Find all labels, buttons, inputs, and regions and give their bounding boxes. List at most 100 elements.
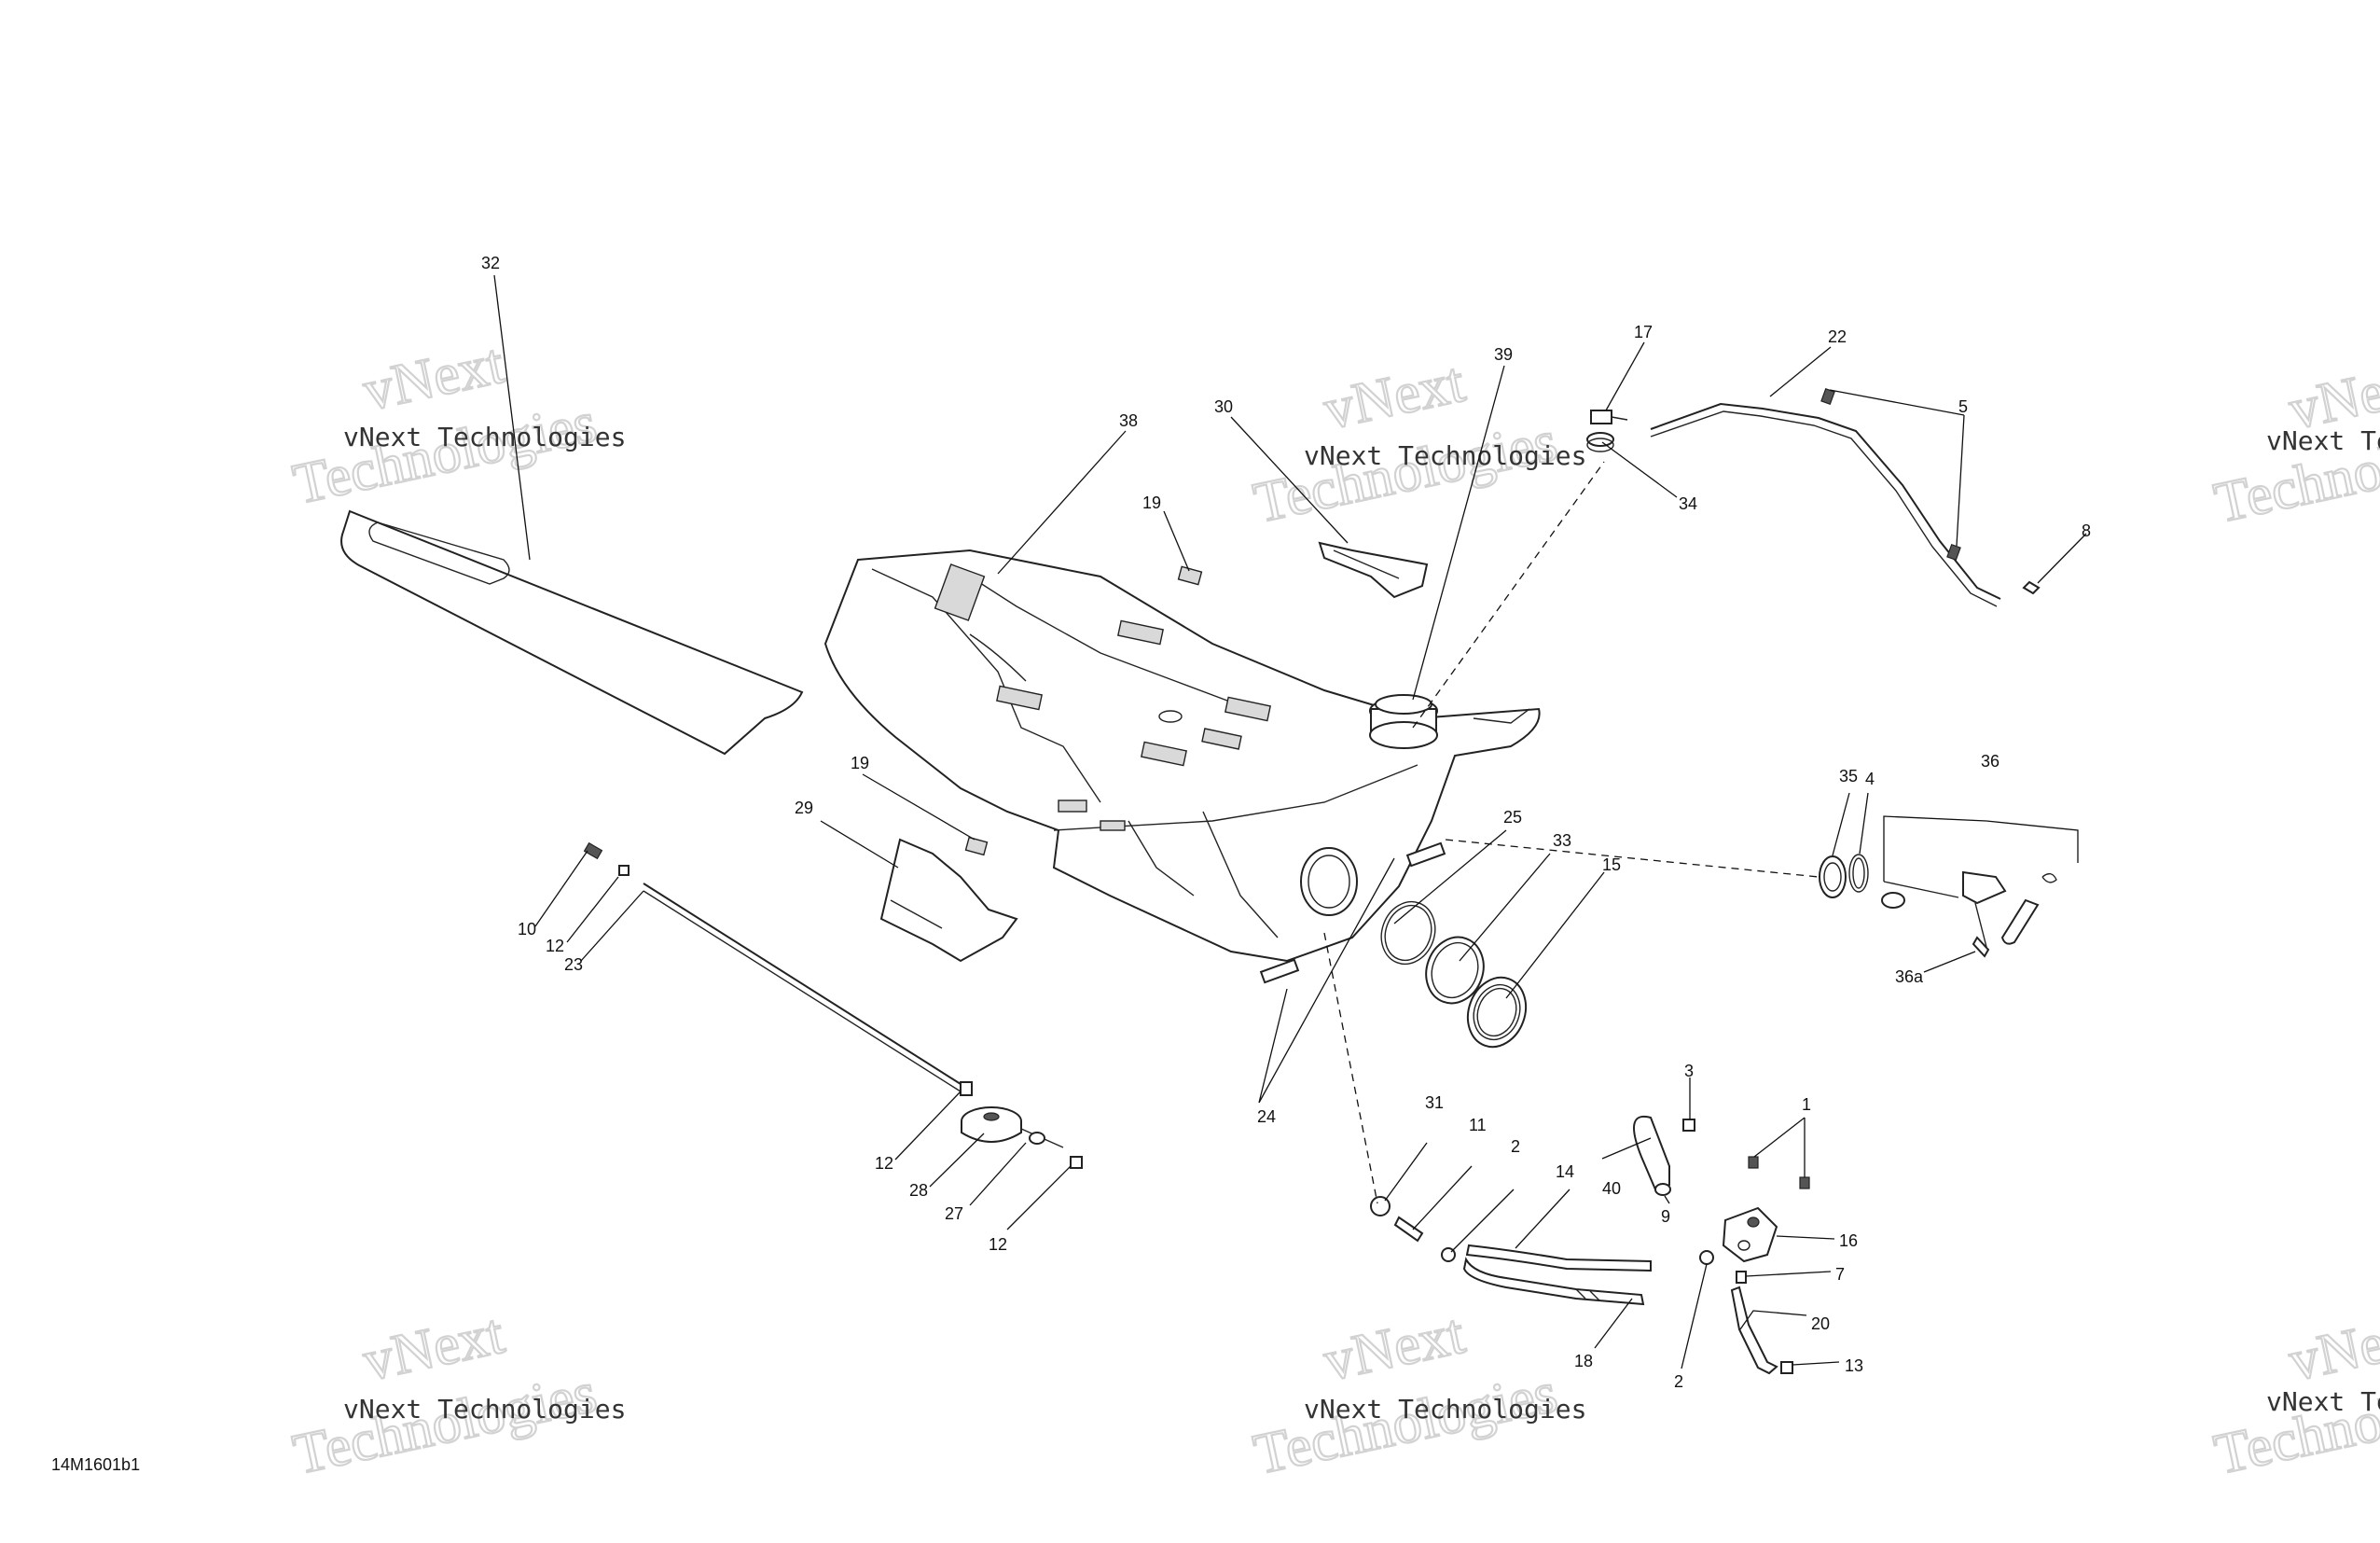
part-20-fuel-line <box>1730 1286 1778 1375</box>
part-36-fuel-pump-module <box>1881 870 2057 958</box>
callout-35: 35 <box>1839 767 1858 785</box>
callout-labels: 32 38 19 30 39 17 22 5 8 34 19 29 10 12 … <box>481 254 2091 1391</box>
leader-lines <box>493 274 2087 1369</box>
watermark-bottom-left: vNext Technologies vNext Technologies <box>287 1301 627 1488</box>
part-13-clamp <box>1780 1361 1793 1374</box>
callout-16: 16 <box>1839 1231 1858 1250</box>
part-12-clamp-lower <box>1070 1156 1083 1169</box>
callout-30: 30 <box>1214 397 1233 416</box>
callout-11: 11 <box>1469 1116 1487 1134</box>
callout-15: 15 <box>1602 855 1621 874</box>
part-22-vent-hose <box>1650 402 2001 607</box>
part-5-clamps <box>1820 387 1961 562</box>
part-17-vent-fitting <box>1590 410 1628 424</box>
callout-10: 10 <box>518 920 536 938</box>
callout-32: 32 <box>481 254 500 272</box>
callout-4: 4 <box>1865 770 1875 788</box>
part-19-clip-lower <box>964 836 989 856</box>
callout-19-lower: 19 <box>851 754 869 772</box>
callout-33: 33 <box>1553 831 1571 850</box>
part-18-fuel-hose <box>1462 1257 1645 1306</box>
watermark-big-word: vNext <box>2284 1302 2380 1394</box>
part-15-lock-ring <box>1466 976 1528 1049</box>
part-4-pump-seal <box>1848 854 1869 893</box>
part-10-screw <box>583 841 603 860</box>
watermark-big-word: vNext <box>1319 351 1470 442</box>
watermark-big-word: vNext <box>358 332 509 424</box>
part-33-gasket <box>1425 936 1485 1005</box>
part-1-screws <box>1748 1156 1810 1189</box>
part-29-side-shield <box>879 838 1018 963</box>
callout-17: 17 <box>1634 323 1653 341</box>
callout-34: 34 <box>1679 494 1697 513</box>
callout-2-right: 2 <box>1674 1372 1683 1391</box>
watermark-big-word: Technologies <box>1249 410 1563 535</box>
watermark-top-left: vNext Technologies vNext Technologies <box>287 331 627 518</box>
callout-27: 27 <box>945 1204 963 1223</box>
part-30-heat-shield <box>1318 541 1429 599</box>
part-34-grommet <box>1586 432 1614 452</box>
part-23-drain-tube <box>643 883 962 1092</box>
watermark-text: vNext Technologies <box>2266 425 2380 456</box>
callout-9: 9 <box>1661 1207 1670 1226</box>
watermark-text: vNext Technologies <box>343 422 626 452</box>
callout-39: 39 <box>1494 345 1513 364</box>
part-28-filter <box>961 1106 1022 1143</box>
callout-22: 22 <box>1828 327 1847 346</box>
callout-12-lower: 12 <box>989 1235 1007 1254</box>
watermark-bottom-center: vNext Technologies vNext Technologies <box>1248 1301 1587 1488</box>
part-25-seal <box>1259 841 1446 984</box>
callout-13: 13 <box>1845 1356 1863 1375</box>
part-12-clamp-middle <box>960 1081 973 1096</box>
watermark-top-center: vNext Technologies vNext Technologies <box>1248 350 1587 536</box>
part-32-tank-pad <box>340 509 804 756</box>
watermark-top-right: vNext Technologies vNext Technologies <box>2208 350 2380 536</box>
callout-12-upper: 12 <box>546 937 564 955</box>
part-11-fitting <box>1393 1216 1424 1243</box>
part-27-tube <box>1020 1128 1064 1148</box>
callout-29: 29 <box>795 799 813 817</box>
part-3-clamp <box>1682 1119 1695 1132</box>
callout-36: 36 <box>1981 752 1999 771</box>
callout-38: 38 <box>1119 411 1138 430</box>
callout-1: 1 <box>1802 1095 1811 1114</box>
callout-5: 5 <box>1958 397 1968 416</box>
callout-40: 40 <box>1602 1179 1621 1198</box>
part-9-clamp <box>1654 1183 1671 1196</box>
watermark-text: vNext Technologies <box>1304 1394 1586 1425</box>
callout-14: 14 <box>1556 1162 1574 1181</box>
callout-28: 28 <box>909 1181 928 1200</box>
drawing-id: 14M1601b1 <box>51 1455 140 1474</box>
callout-3: 3 <box>1684 1062 1694 1080</box>
watermark-big-word: vNext <box>1319 1302 1470 1394</box>
part-8-fitting <box>2022 580 2041 595</box>
watermark-text: vNext Technologies <box>1304 440 1586 471</box>
watermark-text: vNext Technologies <box>343 1394 626 1425</box>
part-2-clamp-right <box>1699 1250 1714 1265</box>
watermark-big-word: Technologies <box>288 391 602 517</box>
watermark-bottom-right: vNext Technologies vNext Technologies <box>2208 1301 2380 1488</box>
part-14-fuel-hose <box>1465 1244 1652 1272</box>
part-19-clip-upper <box>1177 565 1203 586</box>
part-7-clamp <box>1736 1271 1747 1284</box>
callout-24: 24 <box>1257 1107 1276 1126</box>
part-35-pump-nut <box>1819 855 1847 898</box>
part-38-fuel-tank <box>823 549 1541 963</box>
callout-23: 23 <box>564 955 583 974</box>
callout-12-middle: 12 <box>875 1154 893 1173</box>
dashed-center-lines <box>1323 461 1820 1204</box>
callout-8: 8 <box>2082 521 2091 540</box>
part-31-grommet <box>1370 1196 1391 1216</box>
callout-18: 18 <box>1574 1352 1593 1370</box>
callout-19-upper: 19 <box>1142 493 1161 512</box>
part-16-fuel-valve <box>1722 1206 1778 1263</box>
part-40-hose-elbow <box>1633 1115 1670 1191</box>
callout-2-left: 2 <box>1511 1137 1520 1156</box>
callout-31: 31 <box>1425 1093 1444 1112</box>
part-12-clamp-upper <box>618 865 630 876</box>
watermark-text: vNext Technologies <box>2266 1386 2380 1417</box>
callout-7: 7 <box>1835 1265 1845 1284</box>
callout-20: 20 <box>1811 1314 1830 1333</box>
watermark-big-word: vNext <box>358 1302 509 1394</box>
